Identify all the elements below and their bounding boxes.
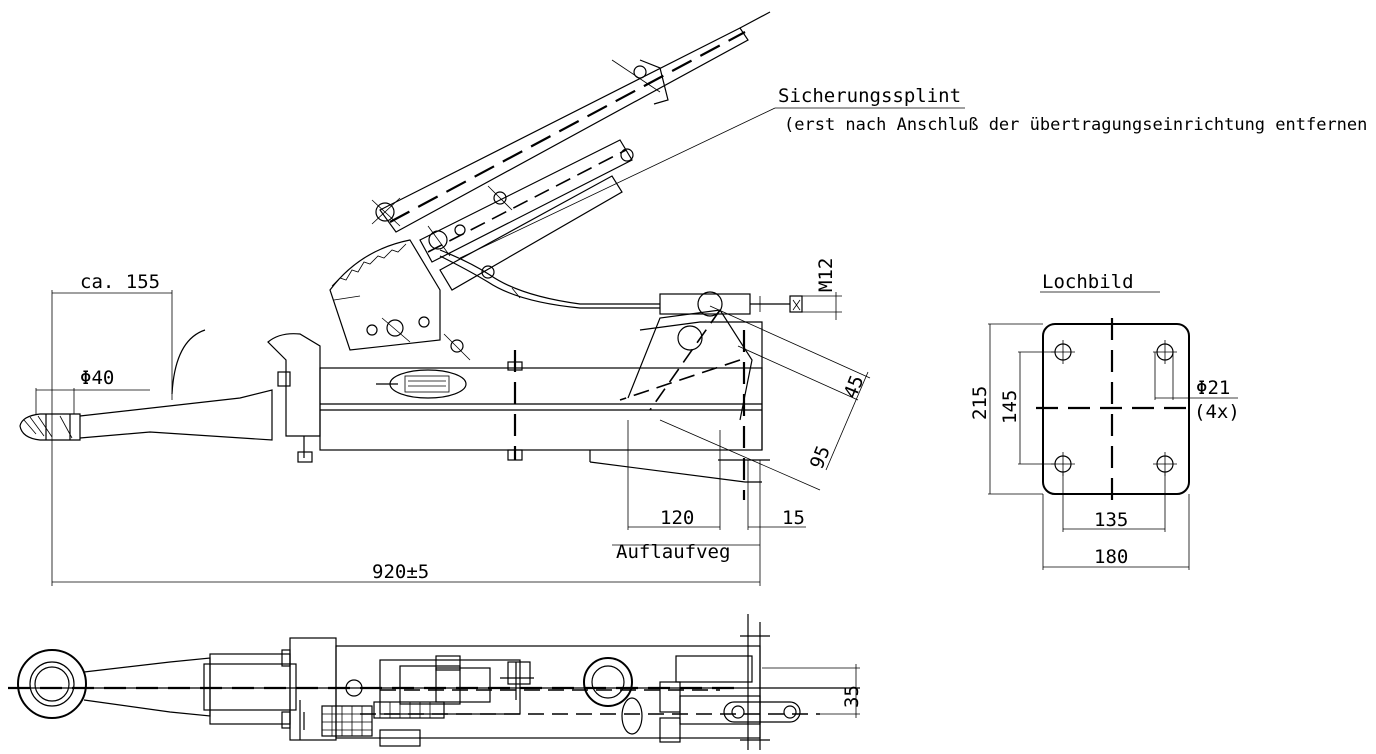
brake-cable [439,249,660,305]
coupling-head [267,333,321,437]
side-view-dimensions [35,107,965,586]
cable-hook [171,329,206,395]
dim-d40: Φ40 [80,367,114,389]
side-view [19,11,803,500]
towing-eye [19,413,81,441]
pivot-1 [375,202,395,222]
dim-95: 95 [806,443,835,472]
dim-180: 180 [1094,546,1128,568]
cable-eye-top [723,701,801,723]
label-sicherungssplint: Sicherungssplint [778,85,961,107]
top-view [8,614,860,750]
top-view-dimension [762,664,860,718]
dim-35: 35 [841,685,863,708]
label-lochbild: Lochbild [1042,271,1134,293]
dim-15: 15 [782,507,805,529]
dim-hole-diameter: Φ21 [1196,377,1230,399]
dim-920: 920±5 [372,561,429,583]
dim-hole-count: (4x) [1194,401,1240,423]
gas-spring [439,175,623,291]
cable-clamp [659,293,751,315]
dim-135: 135 [1094,509,1128,531]
dim-145: 145 [999,390,1021,424]
hole-pattern-view [988,291,1238,570]
drawbar [79,389,273,441]
dim-m12: M12 [815,258,837,292]
type-plate [389,369,467,399]
parking-lever [379,27,749,233]
label-sicherungssplint-note: (erst nach Anschluß der übertragungseinr… [784,115,1376,135]
dim-ca155: ca. 155 [80,271,160,293]
dim-120: 120 [660,507,694,529]
dim-215: 215 [969,386,991,420]
rear-bracket [639,321,763,450]
dim-45: 45 [840,372,869,401]
main-housing [319,367,763,451]
ratchet-sector [329,239,441,351]
label-auflaufveg: Auflaufveg [616,541,730,563]
pivot-2 [428,230,448,250]
linkage-rod [419,139,633,263]
towing-eye-top [17,649,87,719]
